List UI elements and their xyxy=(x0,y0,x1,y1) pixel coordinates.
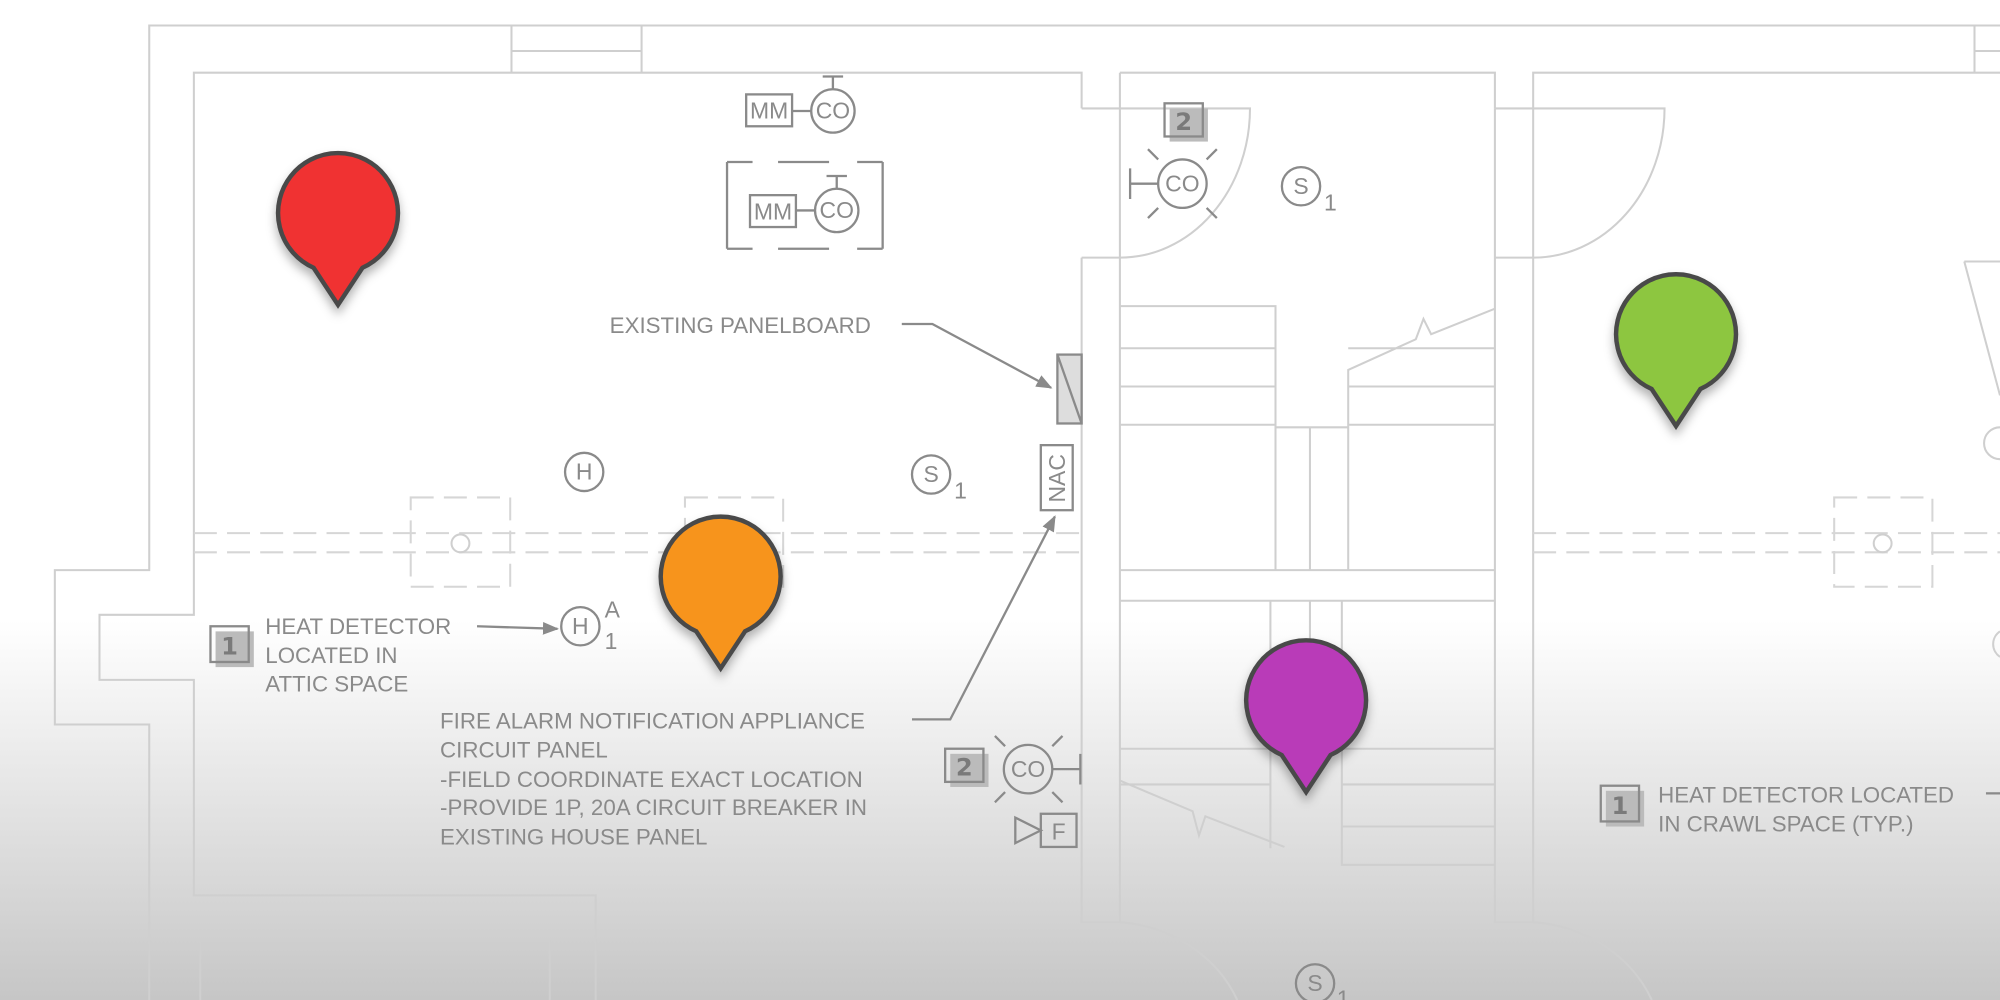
s-label: S xyxy=(1307,970,1322,996)
keynote-2-badge: 2 xyxy=(1175,108,1192,136)
co-label: CO xyxy=(820,197,854,223)
co-label: CO xyxy=(1165,170,1199,196)
smoke-detector-1[interactable]: S 1 xyxy=(1280,165,1337,215)
co-label: CO xyxy=(816,98,850,124)
map-pin-red[interactable] xyxy=(275,150,401,309)
map-pin-orange[interactable] xyxy=(658,514,783,673)
heat-detector-attic[interactable]: H A 1 xyxy=(560,596,621,654)
note-line: -FIELD COORDINATE EXACT LOCATION xyxy=(440,767,863,792)
co-alarm-upper[interactable]: 2 CO xyxy=(1128,102,1218,219)
note-line: HEAT DETECTOR xyxy=(265,614,451,639)
h-label: H xyxy=(572,613,589,639)
mm-co-detector-2[interactable]: MM CO xyxy=(725,160,884,250)
note-line: -PROVIDE 1P, 20A CIRCUIT BREAKER IN xyxy=(440,795,867,820)
heat-detector-1[interactable]: H xyxy=(563,451,605,493)
s-sub: 1 xyxy=(1324,189,1337,215)
panelboard[interactable] xyxy=(1056,353,1083,425)
note-line: LOCATED IN xyxy=(265,643,397,668)
note-heat-attic: 1 HEAT DETECTOR LOCATED IN ATTIC SPACE xyxy=(209,614,451,696)
co-alarm-lower[interactable]: 2 CO xyxy=(944,735,1082,804)
s-label: S xyxy=(923,461,938,487)
note-nac-panel: FIRE ALARM NOTIFICATION APPLIANCE CIRCUI… xyxy=(440,708,867,849)
f-label: F xyxy=(1052,818,1066,844)
keynote-1-badge: 1 xyxy=(1611,792,1628,820)
s-sub: 1 xyxy=(1337,985,1350,1000)
mm-co-detector-1[interactable]: MM CO xyxy=(745,75,856,134)
s-sub: 1 xyxy=(954,478,967,504)
smoke-detector-2[interactable]: S 1 xyxy=(910,454,967,504)
h-sub: 1 xyxy=(605,628,618,654)
h-label: H xyxy=(576,459,593,485)
nac-label: NAC xyxy=(1044,454,1070,502)
note-line: IN CRAWL SPACE (TYP.) xyxy=(1658,812,1913,837)
note-line: ATTIC SPACE xyxy=(265,671,408,696)
co-label: CO xyxy=(1011,756,1045,782)
note-line: HEAT DETECTOR LOCATED xyxy=(1658,782,1954,807)
note-line: EXISTING HOUSE PANEL xyxy=(440,824,707,849)
strobe-f[interactable]: F xyxy=(1014,812,1078,849)
mm-label: MM xyxy=(754,198,792,224)
note-existing-panelboard: EXISTING PANELBOARD xyxy=(610,313,871,338)
note-heat-crawl: 1 HEAT DETECTOR LOCATED IN CRAWL SPACE (… xyxy=(1599,782,1954,837)
pins xyxy=(275,150,1739,797)
mm-label: MM xyxy=(750,98,788,124)
walls xyxy=(53,24,2000,1000)
keynote-2-badge: 2 xyxy=(956,754,973,782)
leaders xyxy=(477,322,2000,795)
h-sup: A xyxy=(605,596,621,622)
keynote-1-badge: 1 xyxy=(221,632,238,660)
nac-panel[interactable]: NAC xyxy=(1039,444,1074,512)
map-pin-purple[interactable] xyxy=(1243,638,1369,797)
s-label: S xyxy=(1293,173,1308,199)
map-pin-green[interactable] xyxy=(1613,272,1739,431)
note-line: FIRE ALARM NOTIFICATION APPLIANCE xyxy=(440,708,865,733)
note-line: CIRCUIT PANEL xyxy=(440,738,608,763)
smoke-detector-3[interactable]: S 1 xyxy=(1294,963,1350,1000)
